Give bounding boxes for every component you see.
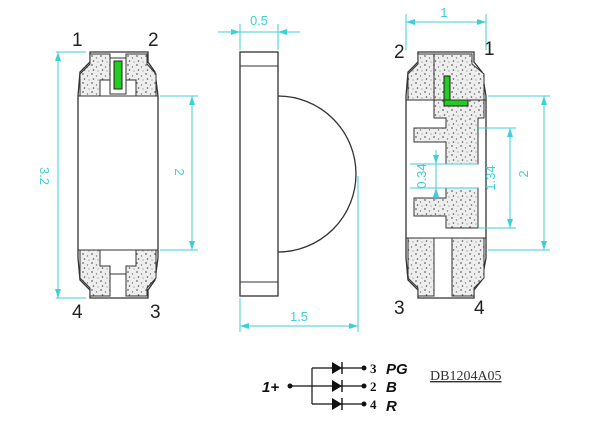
back-pin-2: 2 bbox=[394, 42, 405, 63]
back-width-dimension: 1 bbox=[405, 5, 487, 50]
channel-r-pin: 4 bbox=[370, 397, 377, 412]
side-body bbox=[239, 51, 279, 297]
front-view: 1 2 4 3 3.2 2 bbox=[37, 30, 198, 323]
front-pin-3: 3 bbox=[150, 302, 161, 323]
front-pin-4: 4 bbox=[72, 302, 83, 323]
part-number: DB1204A05 bbox=[430, 369, 502, 384]
diode-b-icon bbox=[332, 380, 342, 392]
back-pin-1: 1 bbox=[484, 39, 495, 60]
side-thickness-label: 0.5 bbox=[250, 13, 268, 28]
back-pad-bottom-left bbox=[407, 237, 435, 297]
back-width-label: 1 bbox=[440, 5, 447, 20]
channel-b: 2 B bbox=[312, 379, 397, 396]
back-span-dimension: 1.34 bbox=[478, 127, 516, 229]
front-pad-top-left bbox=[79, 53, 111, 97]
channel-pg-pin: 3 bbox=[370, 361, 377, 376]
front-bottom-slot bbox=[109, 266, 127, 296]
front-outline bbox=[77, 51, 159, 299]
back-pad-middle-right bbox=[413, 187, 479, 229]
front-body-dimension: 2 bbox=[160, 95, 198, 251]
side-thickness-dimension: 0.5 bbox=[218, 13, 300, 50]
front-green-mark bbox=[113, 60, 123, 90]
channel-pg-label: PG bbox=[386, 361, 408, 378]
front-pad-top-right bbox=[125, 53, 157, 97]
channel-r: 4 R bbox=[312, 397, 397, 415]
front-body-label: 2 bbox=[172, 168, 187, 175]
diode-pg-icon bbox=[332, 362, 342, 374]
side-view: 0.5 1.5 bbox=[218, 13, 359, 332]
back-body-dimension: 2 bbox=[488, 95, 550, 251]
back-pad-bottom-right bbox=[451, 237, 485, 297]
front-pin-1: 1 bbox=[72, 30, 83, 51]
side-lens bbox=[277, 95, 357, 253]
back-span-label: 1.34 bbox=[483, 165, 498, 190]
front-length-label: 3.2 bbox=[37, 167, 52, 185]
front-pad-bottom-left bbox=[79, 249, 111, 297]
back-pin-4: 4 bbox=[474, 298, 485, 319]
channel-pg: 3 PG bbox=[312, 361, 408, 378]
front-length-dimension: 3.2 bbox=[37, 51, 86, 299]
back-pad-top-left bbox=[407, 53, 435, 101]
side-depth-dimension: 1.5 bbox=[239, 176, 359, 332]
side-depth-label: 1.5 bbox=[290, 309, 308, 324]
channel-r-label: R bbox=[386, 398, 397, 415]
front-pin-2: 2 bbox=[148, 30, 159, 51]
channel-b-label: B bbox=[386, 379, 397, 396]
front-pad-bottom-right bbox=[125, 249, 157, 297]
schematic-common-label: 1+ bbox=[262, 379, 279, 396]
back-body-label: 2 bbox=[516, 170, 531, 177]
back-gap-dimension: 0.34 bbox=[410, 150, 478, 200]
schematic: 1+ 3 PG 2 B 4 R DB1204A0 bbox=[262, 361, 502, 415]
back-view: 2 1 3 4 1 0.34 1.34 bbox=[394, 5, 550, 319]
back-pin-3: 3 bbox=[394, 298, 405, 319]
back-gap-label: 0.34 bbox=[414, 163, 429, 188]
channel-b-pin: 2 bbox=[370, 379, 377, 394]
diode-r-icon bbox=[332, 398, 342, 410]
back-outline bbox=[405, 51, 487, 299]
